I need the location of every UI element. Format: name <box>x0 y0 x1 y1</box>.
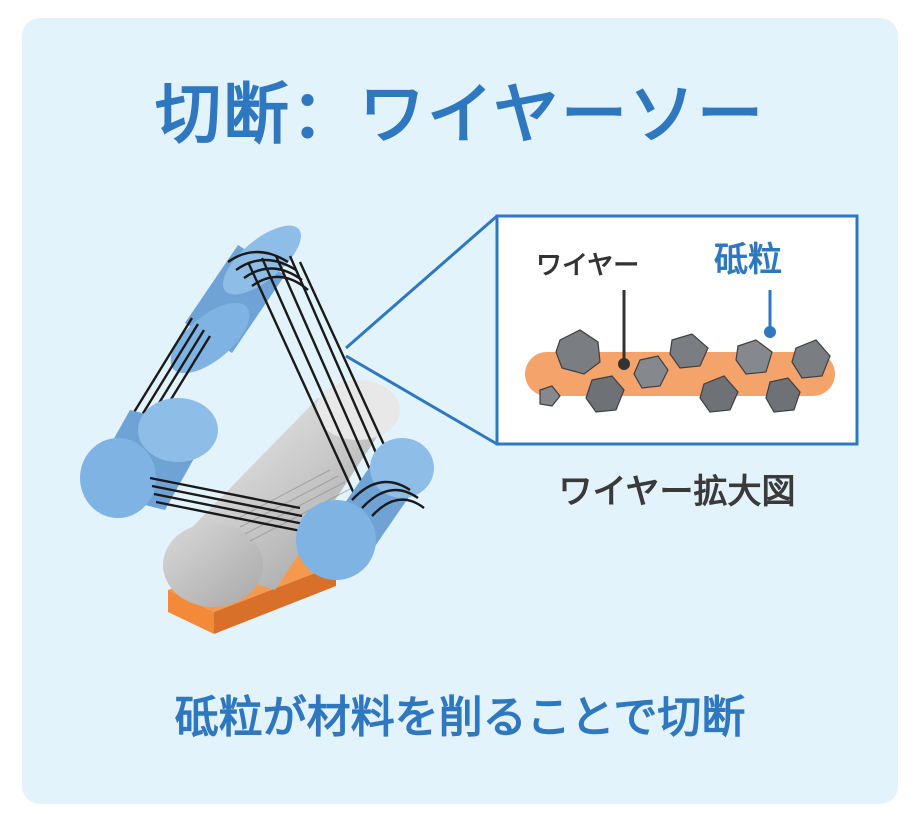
page-title: 切断：ワイヤーソー <box>154 76 766 153</box>
wire-wraps-top <box>227 250 309 291</box>
roller-left <box>80 398 218 518</box>
grit-particles <box>539 329 831 413</box>
roller-right <box>296 438 434 580</box>
grit-label: 砥粒 <box>714 240 782 280</box>
wire-strands-right <box>149 255 404 534</box>
zoom-heading: ワイヤー拡大図 <box>558 472 796 512</box>
caption: 砥粒が材料を削ることで切断 <box>174 692 746 743</box>
zoom-callout-lines <box>345 214 498 446</box>
roller-top <box>170 225 301 374</box>
wire-label: ワイヤー <box>536 251 640 281</box>
label-leaders <box>618 290 776 370</box>
zoom-box <box>495 214 859 446</box>
